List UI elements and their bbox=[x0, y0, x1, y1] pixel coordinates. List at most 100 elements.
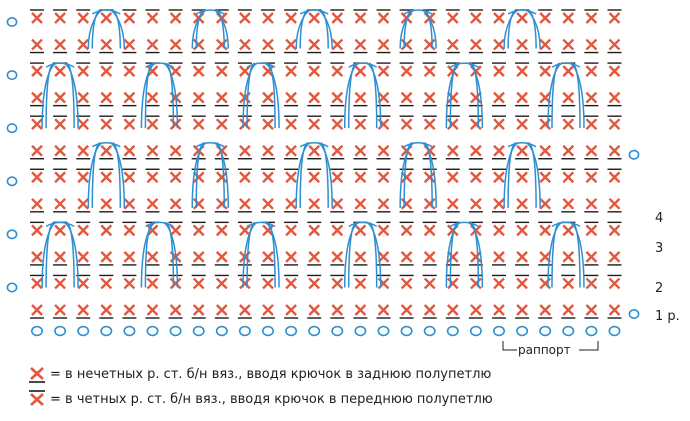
sc-stitch bbox=[99, 251, 114, 266]
sc-stitch bbox=[307, 197, 322, 213]
sc-stitch bbox=[538, 9, 553, 24]
sc-stitch bbox=[353, 91, 368, 107]
sc-stitch bbox=[468, 251, 483, 266]
sc-front-loop-icon bbox=[29, 390, 45, 406]
sc-stitch bbox=[330, 38, 345, 54]
sc-stitch bbox=[330, 115, 345, 131]
sc-stitch bbox=[261, 274, 275, 290]
sc-stitch bbox=[261, 9, 275, 24]
sc-stitch bbox=[445, 9, 460, 24]
sc-stitch bbox=[261, 91, 275, 107]
sc-stitch bbox=[445, 168, 460, 184]
sc-stitch bbox=[584, 251, 599, 266]
chain-stitch bbox=[331, 325, 344, 337]
sc-stitch bbox=[399, 197, 414, 213]
sc-stitch bbox=[353, 38, 368, 54]
long-stitch-cluster bbox=[140, 62, 179, 129]
sc-stitch bbox=[122, 304, 137, 319]
sc-stitch bbox=[515, 168, 530, 184]
sc-stitch bbox=[607, 221, 622, 237]
long-stitch-cluster bbox=[242, 62, 280, 129]
sc-stitch bbox=[168, 9, 183, 24]
sc-stitch bbox=[76, 144, 91, 160]
sc-stitch bbox=[584, 91, 599, 107]
turn-chain bbox=[6, 16, 18, 27]
sc-stitch bbox=[30, 9, 44, 24]
sc-stitch bbox=[515, 91, 530, 107]
legend-item-even-rows: = в четных р. ст. б/н вяз., вводя крючок… bbox=[28, 390, 493, 408]
sc-stitch bbox=[468, 144, 483, 160]
legend-item-odd-rows: = в нечетных р. ст. б/н вяз., вводя крюч… bbox=[28, 365, 491, 383]
sc-stitch bbox=[445, 115, 460, 131]
sc-stitch bbox=[99, 91, 114, 107]
sc-stitch bbox=[284, 304, 299, 319]
sc-stitch bbox=[584, 221, 599, 237]
sc-stitch bbox=[445, 251, 460, 266]
sc-stitch bbox=[122, 274, 137, 290]
sc-stitch bbox=[492, 38, 506, 54]
sc-stitch bbox=[168, 62, 183, 77]
turn-chain bbox=[6, 123, 18, 134]
row-number-1: 1 р. bbox=[655, 309, 680, 324]
sc-stitch bbox=[492, 251, 506, 266]
sc-stitch bbox=[376, 221, 391, 237]
sc-stitch bbox=[538, 168, 553, 184]
sc-stitch bbox=[607, 91, 622, 107]
sc-stitch bbox=[237, 115, 252, 131]
chain-stitch bbox=[585, 325, 598, 337]
sc-stitch bbox=[468, 115, 483, 131]
sc-stitch bbox=[515, 221, 530, 237]
rapport-label: раппорт bbox=[518, 343, 571, 357]
sc-stitch bbox=[145, 9, 160, 24]
chain-stitch bbox=[562, 325, 575, 337]
sc-stitch bbox=[561, 274, 576, 290]
sc-stitch bbox=[214, 62, 229, 77]
sc-stitch bbox=[538, 221, 553, 237]
sc-stitch bbox=[30, 62, 44, 77]
sc-stitch bbox=[30, 304, 44, 319]
sc-stitch bbox=[261, 197, 275, 213]
chain-stitch bbox=[469, 325, 482, 337]
sc-stitch bbox=[515, 9, 530, 24]
sc-stitch bbox=[237, 168, 252, 184]
sc-stitch bbox=[515, 197, 530, 213]
sc-stitch bbox=[307, 9, 322, 24]
sc-stitch bbox=[422, 91, 437, 107]
sc-stitch bbox=[284, 168, 299, 184]
chain-stitch bbox=[308, 325, 321, 337]
long-stitch-cluster bbox=[503, 141, 541, 208]
sc-stitch bbox=[538, 274, 553, 290]
chain-stitch bbox=[446, 325, 459, 337]
chain-stitch bbox=[516, 325, 529, 337]
sc-stitch bbox=[330, 91, 345, 107]
sc-stitch bbox=[307, 91, 322, 107]
sc-stitch bbox=[330, 251, 345, 266]
sc-stitch bbox=[284, 62, 299, 77]
sc-stitch bbox=[607, 197, 622, 213]
sc-stitch bbox=[145, 115, 160, 131]
sc-stitch bbox=[145, 251, 160, 266]
chain-stitch bbox=[54, 325, 67, 337]
sc-stitch bbox=[330, 274, 345, 290]
sc-stitch bbox=[214, 38, 229, 54]
sc-stitch bbox=[122, 197, 137, 213]
sc-stitch bbox=[330, 62, 345, 77]
sc-stitch bbox=[561, 168, 576, 184]
sc-stitch bbox=[376, 115, 391, 131]
row-number-4: 4 bbox=[655, 211, 663, 226]
sc-stitch bbox=[353, 9, 368, 24]
sc-stitch bbox=[76, 304, 91, 319]
chain-stitch bbox=[492, 325, 505, 337]
sc-stitch bbox=[376, 274, 391, 290]
sc-stitch bbox=[376, 38, 391, 54]
sc-stitch bbox=[607, 9, 622, 24]
sc-stitch bbox=[515, 62, 530, 77]
sc-stitch bbox=[53, 91, 68, 107]
long-stitch-cluster bbox=[191, 9, 229, 49]
sc-stitch bbox=[76, 221, 91, 237]
sc-stitch bbox=[168, 144, 183, 160]
sc-stitch bbox=[584, 144, 599, 160]
chain-stitch bbox=[146, 325, 159, 337]
sc-stitch bbox=[122, 115, 137, 131]
sc-stitch bbox=[330, 168, 345, 184]
